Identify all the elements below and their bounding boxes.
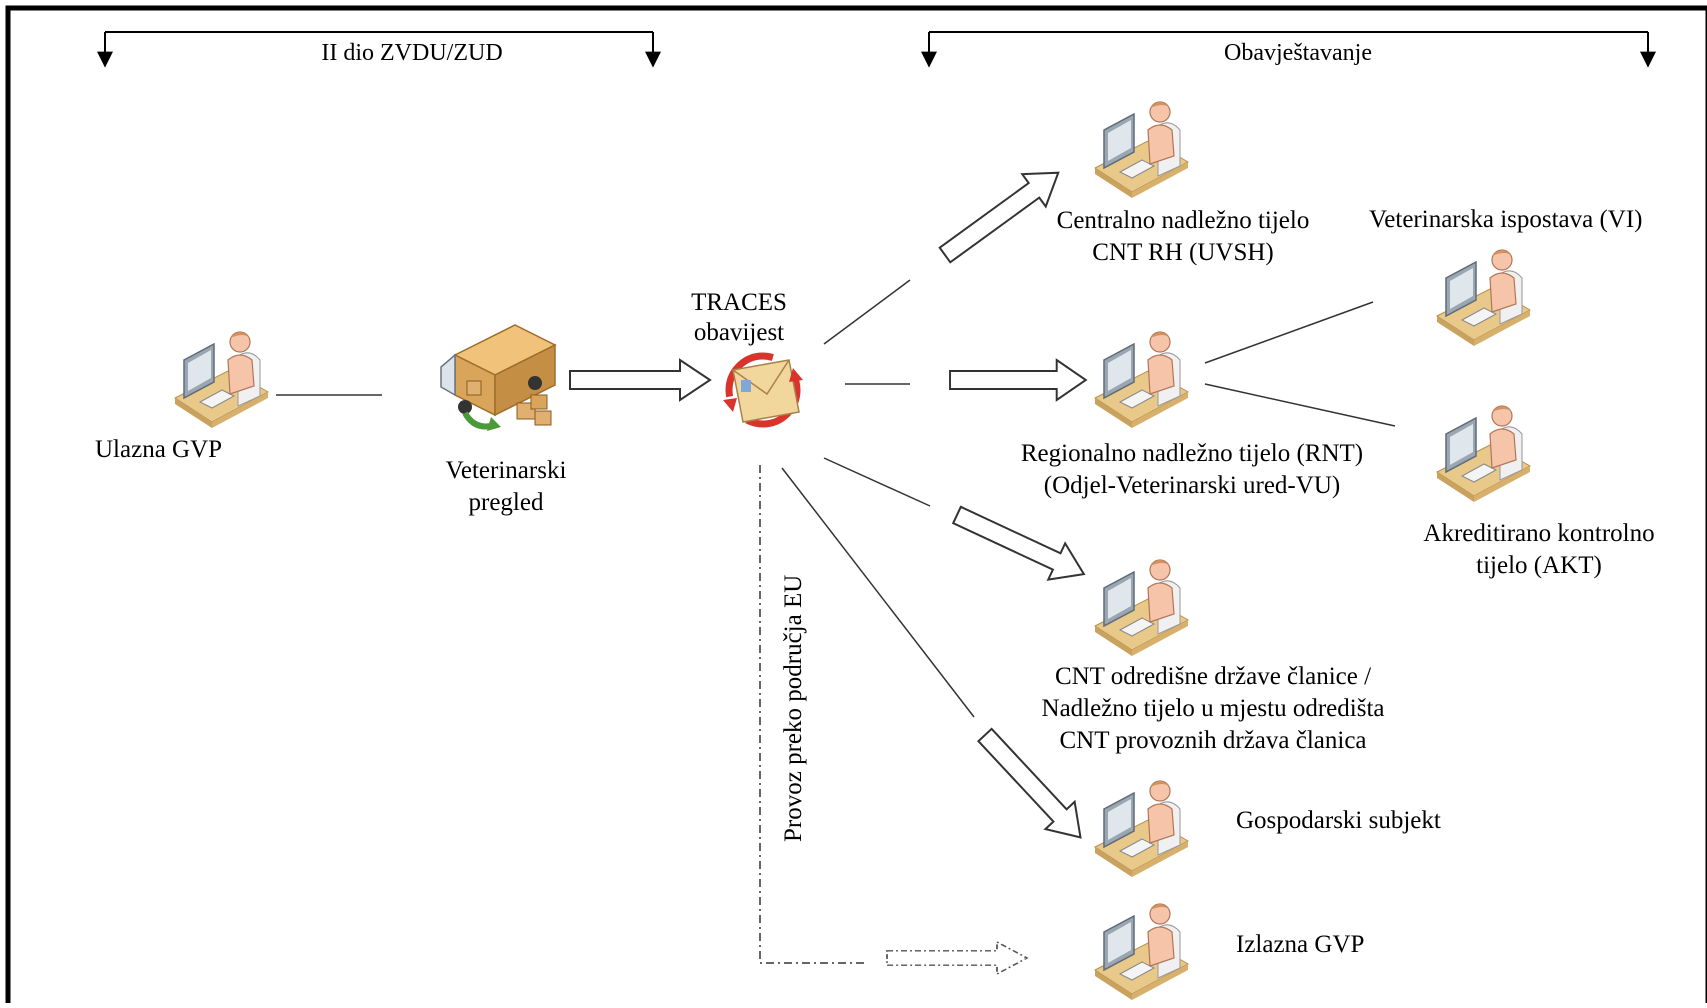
label-izlazna-gvp: Izlazna GVP [1236, 931, 1365, 958]
label-rnt: Regionalno nadležno tijelo (RNT) (Odjel-… [1021, 438, 1363, 502]
label-vi: Veterinarska ispostava (VI) [1369, 206, 1643, 233]
line-traces-to-cnt [823, 279, 911, 345]
header-bracket-right [921, 31, 1656, 68]
user-icon-akt [1436, 405, 1531, 503]
line-traces-to-cnt-drz [823, 457, 931, 507]
user-icon-cnt-drzava [1094, 559, 1189, 657]
label-traces-line1: TRACES [691, 289, 787, 316]
header-right-label: Obavještavanje [1224, 40, 1372, 66]
line-rnt-to-vi [1204, 301, 1374, 364]
label-cnt-line2: CNT RH (UVSH) [1092, 239, 1274, 266]
line-rnt-to-akt [1204, 383, 1396, 427]
block-arrow-to-cnt [938, 171, 1060, 264]
label-cnt-line1: Centralno nadležno tijelo [1056, 207, 1310, 234]
outer-border [5, 5, 1707, 1008]
label-rnt-line2: (Odjel-Veterinarski ured-VU) [1043, 472, 1341, 499]
label-akt-line1: Akreditirano kontrolno [1423, 520, 1655, 547]
label-transit: Provoz preko područja EU [780, 574, 807, 842]
block-arrow-dashed-to-izlazna [886, 940, 1029, 976]
label-cnt-drzava: CNT odredišne države članice / Nadležno … [1042, 661, 1385, 757]
user-icon-vi [1436, 249, 1531, 347]
block-arrow-to-gospodarski [977, 727, 1082, 839]
label-cnt-drzava-line1: CNT odredišne države članice / [1054, 663, 1372, 690]
label-cnt: Centralno nadležno tijelo CNT RH (UVSH) [1057, 205, 1310, 269]
line-traces-to-gospodarski [781, 467, 975, 718]
user-icon-ulazna-gvp [174, 331, 269, 429]
label-traces-line2: obavijest [693, 319, 785, 346]
user-icon-izlazna-gvp [1094, 903, 1189, 1001]
label-gospodarski-subjekt: Gospodarski subjekt [1236, 807, 1441, 834]
traces-envelope-icon [723, 352, 803, 428]
label-cnt-drzava-line3: CNT provoznih država članica [1059, 727, 1367, 754]
user-icon-gospodarski [1094, 780, 1189, 878]
label-veterinarski-pregled-line2: pregled [468, 489, 544, 516]
label-traces: TRACES obavijest [691, 288, 787, 348]
block-arrow-to-rnt [949, 358, 1088, 402]
header-left-label: II dio ZVDU/ZUD [321, 40, 503, 66]
header-bracket-left [97, 31, 661, 68]
block-arrow-pregled-to-traces [569, 358, 712, 402]
label-akt: Akreditirano kontrolno tijelo (AKT) [1423, 518, 1654, 582]
transit-dashed-line [759, 465, 866, 964]
label-akt-line2: tijelo (AKT) [1476, 552, 1602, 579]
label-rnt-line1: Regionalno nadležno tijelo (RNT) [1020, 440, 1364, 467]
label-cnt-drzava-line2: Nadležno tijelo u mjestu odredišta [1041, 695, 1385, 722]
block-arrow-to-cnt-drz [951, 505, 1086, 581]
delivery-truck-icon [440, 324, 557, 431]
label-veterinarski-pregled-line1: Veterinarski [445, 457, 567, 484]
user-icon-rnt [1094, 331, 1189, 429]
label-ulazna-gvp: Ulazna GVP [95, 436, 223, 463]
user-icon-cnt [1094, 101, 1189, 199]
label-veterinarski-pregled: Veterinarski pregled [446, 455, 567, 519]
